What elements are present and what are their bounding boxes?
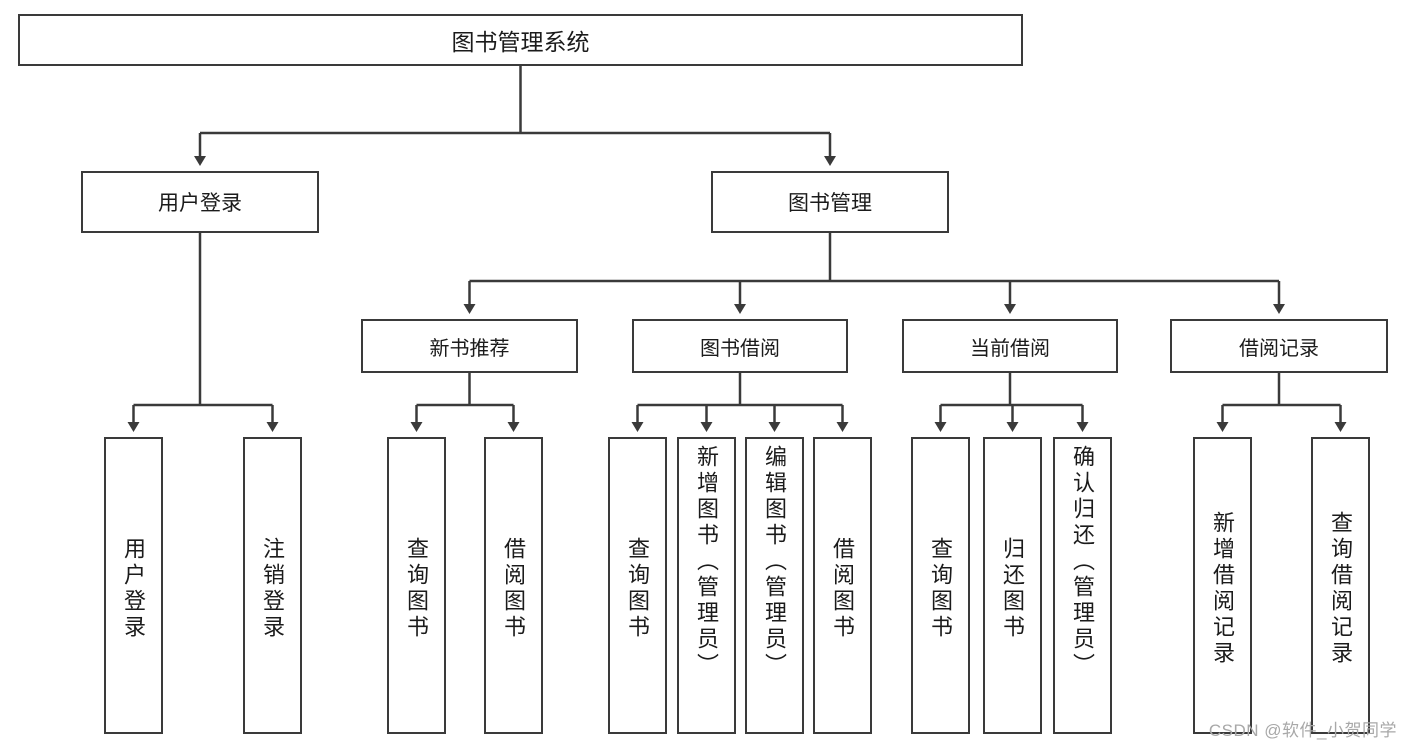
leaf-node-7[interactable]: 借阅图书 xyxy=(813,437,872,734)
root-node-0[interactable]: 图书管理系统 xyxy=(18,14,1023,66)
node-label: 图书管理 xyxy=(788,192,872,215)
level2-node-3[interactable]: 借阅记录 xyxy=(1170,319,1388,373)
node-label: 图书管理系统 xyxy=(451,29,590,55)
node-label: 查询图书 xyxy=(404,536,430,641)
node-label: 新书推荐 xyxy=(429,337,510,360)
watermark-label: CSDN @软件_小贺同学 xyxy=(1208,721,1397,740)
leaf-text-wrap: 查询图书 xyxy=(913,445,968,732)
node-label: 用户登录 xyxy=(158,192,242,215)
level2-node-2[interactable]: 当前借阅 xyxy=(902,319,1118,373)
leaf-node-11[interactable]: 新增借阅记录 xyxy=(1193,437,1252,734)
level2-node-1[interactable]: 图书借阅 xyxy=(632,319,848,373)
leaf-node-6[interactable]: 编辑图书（管理员） xyxy=(745,437,804,734)
leaf-text-wrap: 用户登录 xyxy=(106,445,161,732)
leaf-node-12[interactable]: 查询借阅记录 xyxy=(1311,437,1370,734)
leaf-node-0[interactable]: 用户登录 xyxy=(104,437,163,734)
leaf-node-3[interactable]: 借阅图书 xyxy=(484,437,543,734)
leaf-node-2[interactable]: 查询图书 xyxy=(387,437,446,734)
node-label: 注销登录 xyxy=(260,536,286,641)
leaf-text-wrap: 借阅图书 xyxy=(486,445,541,732)
leaf-text-wrap: 查询图书 xyxy=(610,445,665,732)
node-label: 新增图书（管理员） xyxy=(694,445,720,679)
leaf-text-wrap: 借阅图书 xyxy=(815,445,870,732)
leaf-text-wrap: 查询图书 xyxy=(389,445,444,732)
node-label: 查询借阅记录 xyxy=(1328,510,1354,667)
leaf-text-wrap: 查询借阅记录 xyxy=(1313,445,1368,732)
leaf-text-wrap: 归还图书 xyxy=(985,445,1040,732)
leaf-node-8[interactable]: 查询图书 xyxy=(911,437,970,734)
leaf-node-10[interactable]: 确认归还（管理员） xyxy=(1053,437,1112,734)
leaf-node-1[interactable]: 注销登录 xyxy=(243,437,302,734)
leaf-node-5[interactable]: 新增图书（管理员） xyxy=(677,437,736,734)
leaf-node-4[interactable]: 查询图书 xyxy=(608,437,667,734)
leaf-text-wrap: 注销登录 xyxy=(245,445,300,732)
node-label: 新增借阅记录 xyxy=(1210,510,1236,667)
node-label: 用户登录 xyxy=(121,536,147,641)
node-label: 当前借阅 xyxy=(970,337,1050,360)
node-label: 编辑图书（管理员） xyxy=(762,445,788,679)
node-label: 借阅记录 xyxy=(1239,337,1319,360)
leaf-text-wrap: 新增借阅记录 xyxy=(1195,445,1250,732)
node-label: 查询图书 xyxy=(625,536,651,641)
level2-node-0[interactable]: 新书推荐 xyxy=(361,319,578,373)
leaf-node-9[interactable]: 归还图书 xyxy=(983,437,1042,734)
node-label: 归还图书 xyxy=(1000,536,1026,641)
node-label: 确认归还（管理员） xyxy=(1070,445,1096,679)
level1-node-1[interactable]: 图书管理 xyxy=(711,171,949,233)
node-label: 借阅图书 xyxy=(501,536,527,641)
node-label: 借阅图书 xyxy=(830,536,856,641)
node-label: 图书借阅 xyxy=(700,337,780,360)
level1-node-0[interactable]: 用户登录 xyxy=(81,171,319,233)
node-label: 查询图书 xyxy=(928,536,954,641)
